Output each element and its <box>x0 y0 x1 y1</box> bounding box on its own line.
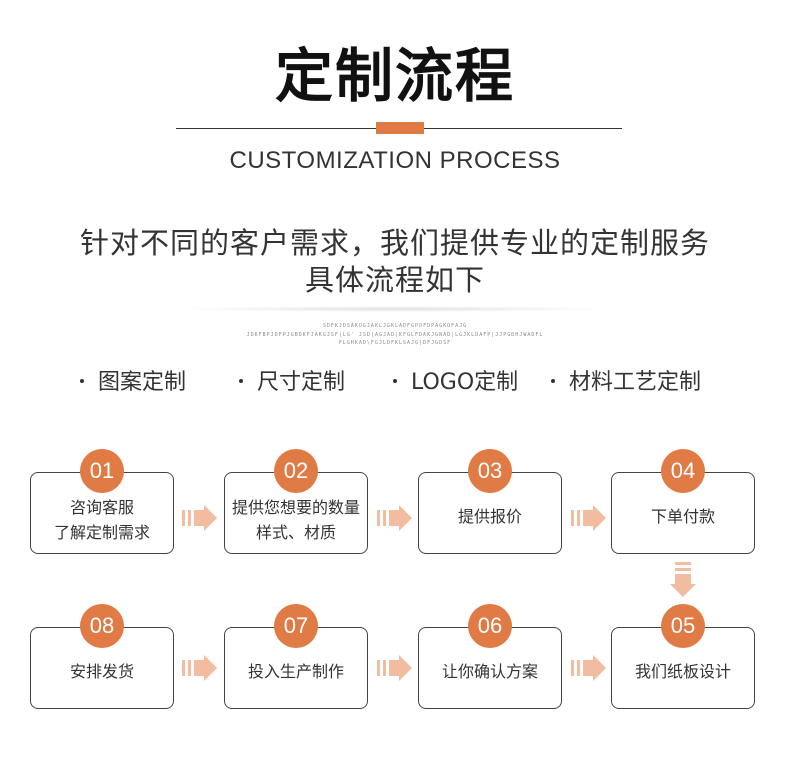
step-description: 咨询客服 了解定制需求 <box>31 495 173 545</box>
feature-label: 尺寸定制 <box>257 370 346 395</box>
feature-item-size: 尺寸定制 <box>239 364 345 396</box>
step-text-line-1: 咨询客服 <box>69 498 134 517</box>
step-text-line-1: 投入生产制作 <box>247 661 344 681</box>
step-text-line-2: 样式、材质 <box>255 523 336 542</box>
process-step-06: 06 让你确认方案 <box>418 604 562 709</box>
step-number-badge: 03 <box>468 449 512 493</box>
step-number-badge: 05 <box>661 604 705 648</box>
intro-text-line-1: 针对不同的客户需求，我们提供专业的定制服务 <box>79 226 710 260</box>
arrow-right-icon <box>182 655 217 681</box>
filler-text-2: JDKFBPJDFPJGBDKFJAKGJSF|LG' JSD|AGJAD|KF… <box>246 332 544 338</box>
step-description: 投入生产制作 <box>225 642 367 700</box>
step-text-line-1: 下单付款 <box>650 506 715 526</box>
step-number-badge: 01 <box>80 449 124 493</box>
bullet-icon <box>393 379 397 383</box>
step-description: 提供报价 <box>419 487 561 545</box>
step-text-line-1: 提供报价 <box>457 506 522 526</box>
step-number-badge: 02 <box>274 449 318 493</box>
page-title: 定制流程 <box>274 42 515 110</box>
step-description: 让你确认方案 <box>419 642 561 700</box>
feature-item-material: 材料工艺定制 <box>551 364 701 396</box>
step-description: 提供您想要的数量 样式、材质 <box>225 495 367 545</box>
feature-item-logo: LOGO定制 <box>393 364 518 396</box>
process-step-01: 01 咨询客服 了解定制需求 <box>30 449 174 554</box>
step-description: 安排发货 <box>31 642 173 700</box>
title-divider-accent <box>376 122 424 134</box>
feature-label: 材料工艺定制 <box>569 370 702 395</box>
process-step-03: 03 提供报价 <box>418 449 562 554</box>
step-description: 我们纸板设计 <box>612 642 754 700</box>
step-description: 下单付款 <box>612 487 754 545</box>
filler-text-1: SDFKJDSAKOGJAKLJGKLADFGPOFDPAGKOFAJG <box>322 323 468 329</box>
process-step-02: 02 提供您想要的数量 样式、材质 <box>224 449 368 554</box>
step-text-line-1: 我们纸板设计 <box>634 661 731 681</box>
process-step-08: 08 安排发货 <box>30 604 174 709</box>
feature-label: 图案定制 <box>98 370 187 395</box>
intro-shadow-divider <box>175 306 615 312</box>
step-text-line-2: 了解定制需求 <box>53 523 150 542</box>
arrow-right-icon <box>377 655 412 681</box>
feature-item-pattern: 图案定制 <box>80 364 186 396</box>
step-number-badge: 08 <box>80 604 124 648</box>
bullet-icon <box>551 379 555 383</box>
filler-text-3: FLGHKAD\FGJLDFKLSAJG|DFJGDSF <box>338 340 452 346</box>
step-number-badge: 04 <box>661 449 705 493</box>
arrow-right-icon <box>571 655 606 681</box>
page-subtitle-english: CUSTOMIZATION PROCESS <box>229 147 561 174</box>
arrow-right-icon <box>571 505 606 531</box>
step-text-line-1: 安排发货 <box>69 661 134 681</box>
arrow-right-icon <box>182 505 217 531</box>
intro-text-line-2: 具体流程如下 <box>304 263 485 297</box>
bullet-icon <box>239 379 243 383</box>
step-text-line-1: 提供您想要的数量 <box>231 498 360 517</box>
arrow-right-icon <box>377 505 412 531</box>
step-number-badge: 06 <box>468 604 512 648</box>
feature-list: 图案定制 尺寸定制 LOGO定制 材料工艺定制 <box>0 364 790 396</box>
arrow-down-icon <box>670 562 696 597</box>
process-step-04: 04 下单付款 <box>611 449 755 554</box>
bullet-icon <box>80 379 84 383</box>
feature-label: LOGO定制 <box>411 370 519 395</box>
process-step-07: 07 投入生产制作 <box>224 604 368 709</box>
step-text-line-1: 让你确认方案 <box>441 661 538 681</box>
step-number-badge: 07 <box>274 604 318 648</box>
process-step-05: 05 我们纸板设计 <box>611 604 755 709</box>
